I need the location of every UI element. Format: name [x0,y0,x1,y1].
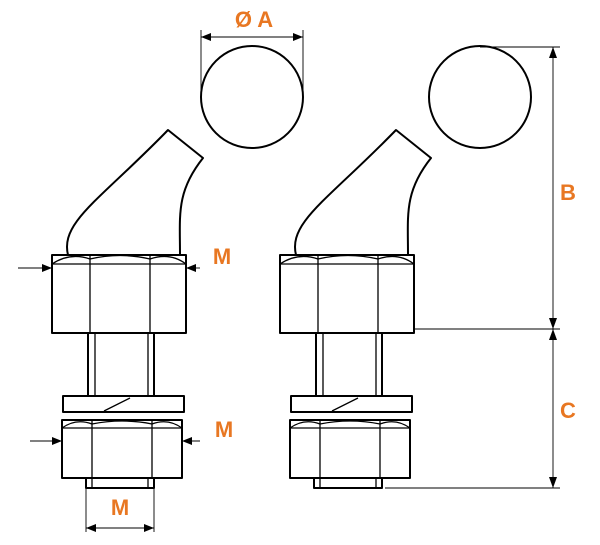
dimension-thread-m-bottom [85,488,155,532]
label-dimension-b: B [560,180,576,205]
label-thread-m-upper: M [213,244,231,269]
label-thread-m-lower: M [215,417,233,442]
ball-stud-left [51,45,304,489]
dimension-b-c [385,46,560,489]
label-dimension-c: C [560,398,576,423]
ball-stud-right [279,45,532,489]
label-thread-m-bottom: M [111,495,129,520]
label-diameter-a: Ø A [235,7,273,32]
dimension-diameter-a [200,30,304,95]
dimension-thread-m-lower [30,437,200,445]
dimension-thread-m-upper [18,264,200,272]
